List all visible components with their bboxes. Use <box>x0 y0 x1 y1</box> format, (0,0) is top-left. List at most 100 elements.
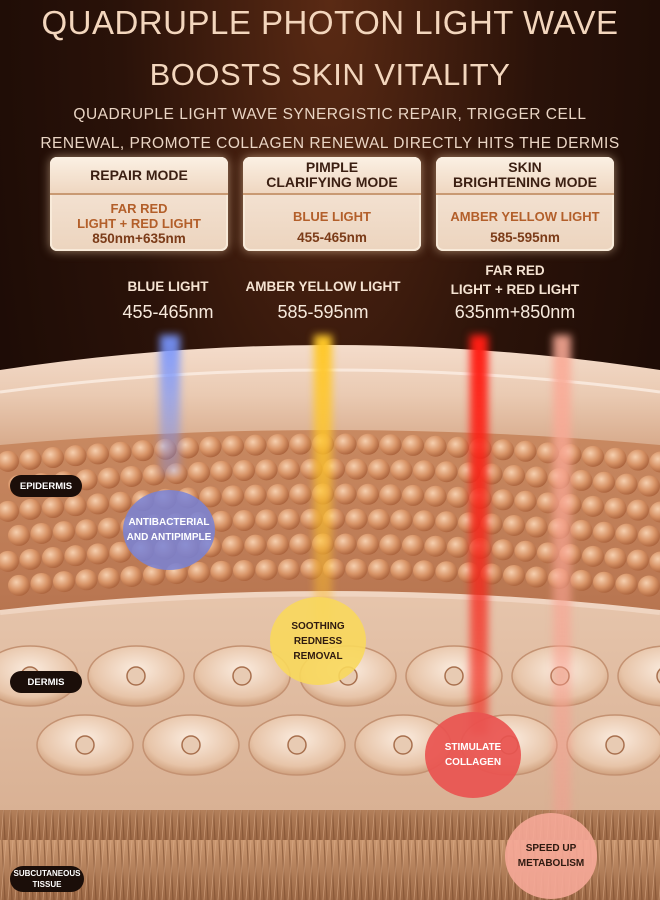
dermis-cell <box>617 645 660 707</box>
epidermis-cell <box>615 473 638 495</box>
epidermis-cell <box>492 489 514 511</box>
epidermis-cell <box>120 465 143 487</box>
epidermis-cell <box>222 535 244 557</box>
effect-text-line-2: REDNESS REMOVAL <box>293 635 343 662</box>
light-label-amber: AMBER YELLOW LIGHT <box>245 279 401 294</box>
effect-soothing: SOOTHING REDNESS REMOVAL <box>270 597 366 685</box>
epidermis-cell <box>8 524 30 546</box>
epidermis-cell <box>368 558 390 580</box>
epidermis-cell <box>435 511 458 533</box>
effect-text-line-2: COLLAGEN <box>444 757 502 768</box>
epidermis-cell <box>357 433 379 455</box>
epidermis-cell <box>345 458 368 480</box>
epidermis-cell <box>210 510 233 532</box>
epidermis-cell <box>30 522 53 544</box>
layer-tag-dermis: DERMIS <box>10 671 82 693</box>
dermis-cell-nucleus <box>656 668 660 684</box>
mode-wavelength: 585-595nm <box>490 230 560 245</box>
epidermis-cell <box>570 569 593 591</box>
epidermis-cell <box>413 460 435 482</box>
epidermis-cell <box>593 521 615 543</box>
epidermis-cell <box>0 500 19 522</box>
epidermis-cell <box>177 437 199 459</box>
epidermis-cell <box>42 547 64 569</box>
epidermis-cell <box>638 475 660 497</box>
effect-text-line-1: ANTIBACTERIAL <box>128 517 210 528</box>
epidermis-cell <box>525 466 548 488</box>
epidermis-cell <box>615 523 638 545</box>
epidermis-cell <box>244 434 267 456</box>
epidermis-cell <box>244 484 267 506</box>
epidermis-cell <box>649 551 660 573</box>
epidermis-cell <box>413 510 435 532</box>
epidermis-cell <box>75 519 98 541</box>
epidermis-cell <box>132 440 154 462</box>
effect-text-line-1: STIMULATE <box>444 742 502 753</box>
epidermis-cell <box>210 560 233 582</box>
epidermis-cell <box>390 509 413 531</box>
epidermis-cell <box>199 486 222 508</box>
mode-title-line-1: SKIN <box>508 159 542 175</box>
far-red-light-beam <box>553 335 571 815</box>
epidermis-cell <box>402 484 424 506</box>
epidermis-cell <box>525 516 548 538</box>
epidermis-cell <box>424 535 447 557</box>
epidermis-cell <box>19 498 42 520</box>
mode-light-line-1: AMBER YELLOW LIGHT <box>450 209 600 224</box>
dermis-cell-nucleus <box>605 735 625 755</box>
effect-text-line-1: SOOTHING <box>291 620 345 632</box>
mode-title-line-1: REPAIR MODE <box>90 166 188 183</box>
epidermis-cell <box>53 521 75 543</box>
epidermis-cell <box>582 545 604 567</box>
epidermis-cell <box>267 434 289 456</box>
epidermis-cell <box>514 490 537 512</box>
subtitle-line-1: QUADRUPLE LIGHT WAVE SYNERGISTIC REPAIR,… <box>73 106 587 123</box>
epidermis-cell <box>255 509 278 531</box>
epidermis-cell <box>87 493 109 515</box>
subtitle-line-2: RENEWAL, PROMOTE COLLAGEN RENEWAL DIRECT… <box>40 135 620 152</box>
amber-light-beam <box>314 335 332 635</box>
epidermis-cell <box>402 434 424 456</box>
mode-card-repair: REPAIR MODE FAR RED LIGHT + RED LIGHT 85… <box>50 157 228 251</box>
epidermis-cell <box>604 497 627 519</box>
epidermis-cell <box>278 508 300 530</box>
light-wavelength-red: 635nm+850nm <box>454 302 576 322</box>
mode-wavelength: 455-465nm <box>297 230 367 245</box>
epidermis-cell <box>424 485 447 507</box>
dermis-cell-nucleus <box>126 666 146 686</box>
epidermis-cell <box>447 486 469 508</box>
epidermis-cell <box>64 545 87 567</box>
epidermis-cell <box>42 447 64 469</box>
epidermis-cell <box>222 435 244 457</box>
epidermis-cell <box>638 525 660 547</box>
epidermis-cell <box>447 436 469 458</box>
epidermis-cell <box>19 448 42 470</box>
epidermis-cell <box>199 436 222 458</box>
epidermis-cell <box>267 534 289 556</box>
epidermis-cell <box>492 439 514 461</box>
epidermis-cell <box>87 543 109 565</box>
epidermis-cell <box>379 534 402 556</box>
epidermis-cell <box>379 434 402 456</box>
epidermis-cell <box>638 575 660 597</box>
epidermis-cell <box>570 519 593 541</box>
epidermis-cell <box>334 433 357 455</box>
epidermis-cell <box>503 514 525 536</box>
epidermis-cell <box>30 572 53 594</box>
epidermis-cell <box>255 459 278 481</box>
epidermis-cell <box>368 458 390 480</box>
epidermis-cell <box>582 445 604 467</box>
epidermis-cell <box>357 483 379 505</box>
mode-title-line-2: BRIGHTENING MODE <box>453 174 597 190</box>
effect-text-line-1: SPEED UP <box>525 843 577 854</box>
epidermis-cell <box>98 567 120 589</box>
epidermis-cell <box>0 450 19 472</box>
epidermis-cell <box>627 449 649 471</box>
layer-tag-epidermis: EPIDERMIS <box>10 475 82 497</box>
